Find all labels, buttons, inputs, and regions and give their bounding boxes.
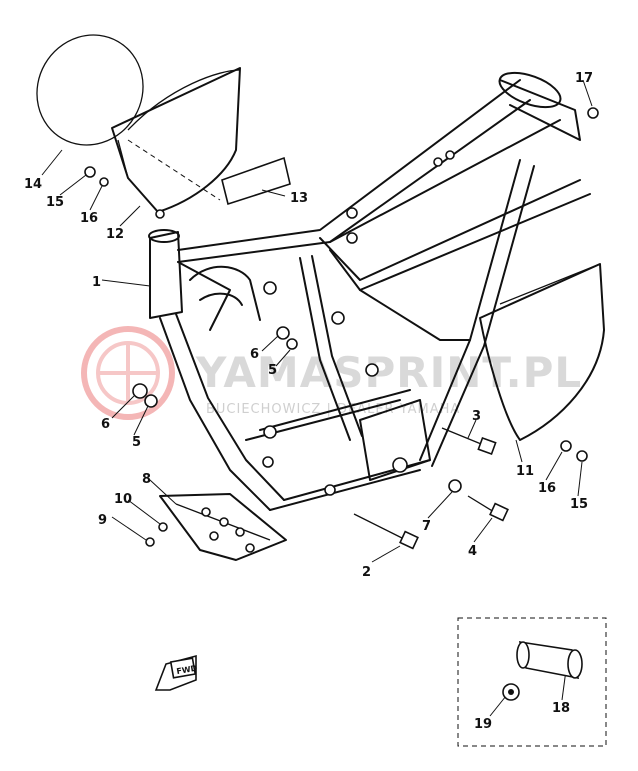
skid-plate	[159, 493, 287, 561]
callout-6-upper: 6	[250, 347, 259, 362]
callout-5-upper: 5	[268, 363, 277, 378]
callout-15: 15	[46, 195, 64, 210]
callout-13: 13	[290, 191, 308, 206]
callout-6-lower: 6	[101, 417, 110, 432]
callout-3: 3	[472, 409, 481, 424]
decal-strip	[221, 156, 291, 206]
callout-labels: 14 15 16 12 13 1 6 5 6 5 8 10 9 17 3 11 …	[24, 71, 593, 732]
watermark-tagline: BUCIECHOWICZ | DEALER YAMAHA	[206, 402, 460, 417]
callout-18: 18	[552, 701, 570, 716]
callout-5-lower: 5	[132, 435, 141, 450]
watermark-brand: YAMASPRINT.PL	[195, 348, 582, 397]
engine-bolt-3	[441, 427, 497, 456]
callout-9: 9	[98, 513, 107, 528]
callout-14: 14	[24, 177, 42, 192]
callout-16: 16	[80, 211, 98, 226]
callout-19: 19	[474, 717, 492, 732]
optional-parts-inset	[457, 617, 607, 747]
collar-7	[448, 479, 462, 493]
plate-bolt-left	[84, 166, 165, 219]
main-frame	[148, 71, 591, 511]
callout-4: 4	[468, 544, 477, 559]
bolt-17	[587, 107, 599, 119]
callout-8: 8	[142, 472, 151, 487]
front-number-plate	[36, 34, 241, 213]
engine-bolt-4	[467, 495, 509, 522]
pivot-bolt-2	[353, 513, 419, 550]
frame-end-cap	[516, 641, 583, 680]
callout-16-right: 16	[538, 481, 556, 496]
bolt-washer-right	[560, 440, 588, 462]
callout-10: 10	[114, 492, 132, 507]
screw-9-10	[145, 522, 168, 547]
nut-washer-lower	[132, 383, 158, 408]
callout-1: 1	[92, 275, 101, 290]
frame-plug-cap	[502, 683, 520, 701]
right-side-cover	[479, 263, 605, 441]
nut-washer-upper	[276, 326, 298, 350]
leader-lines	[41, 79, 593, 717]
callout-17: 17	[575, 71, 593, 86]
callout-11: 11	[516, 464, 534, 479]
callout-7: 7	[422, 519, 431, 534]
watermark-logo-icon	[81, 326, 175, 420]
callout-2: 2	[362, 565, 371, 580]
fwd-label: FWD	[176, 664, 199, 677]
callout-12: 12	[106, 227, 124, 242]
callout-15-right: 15	[570, 497, 588, 512]
forward-direction-marker: FWD	[154, 654, 199, 691]
watermark: YAMASPRINT.PL BUCIECHOWICZ | DEALER YAMA…	[81, 326, 582, 420]
